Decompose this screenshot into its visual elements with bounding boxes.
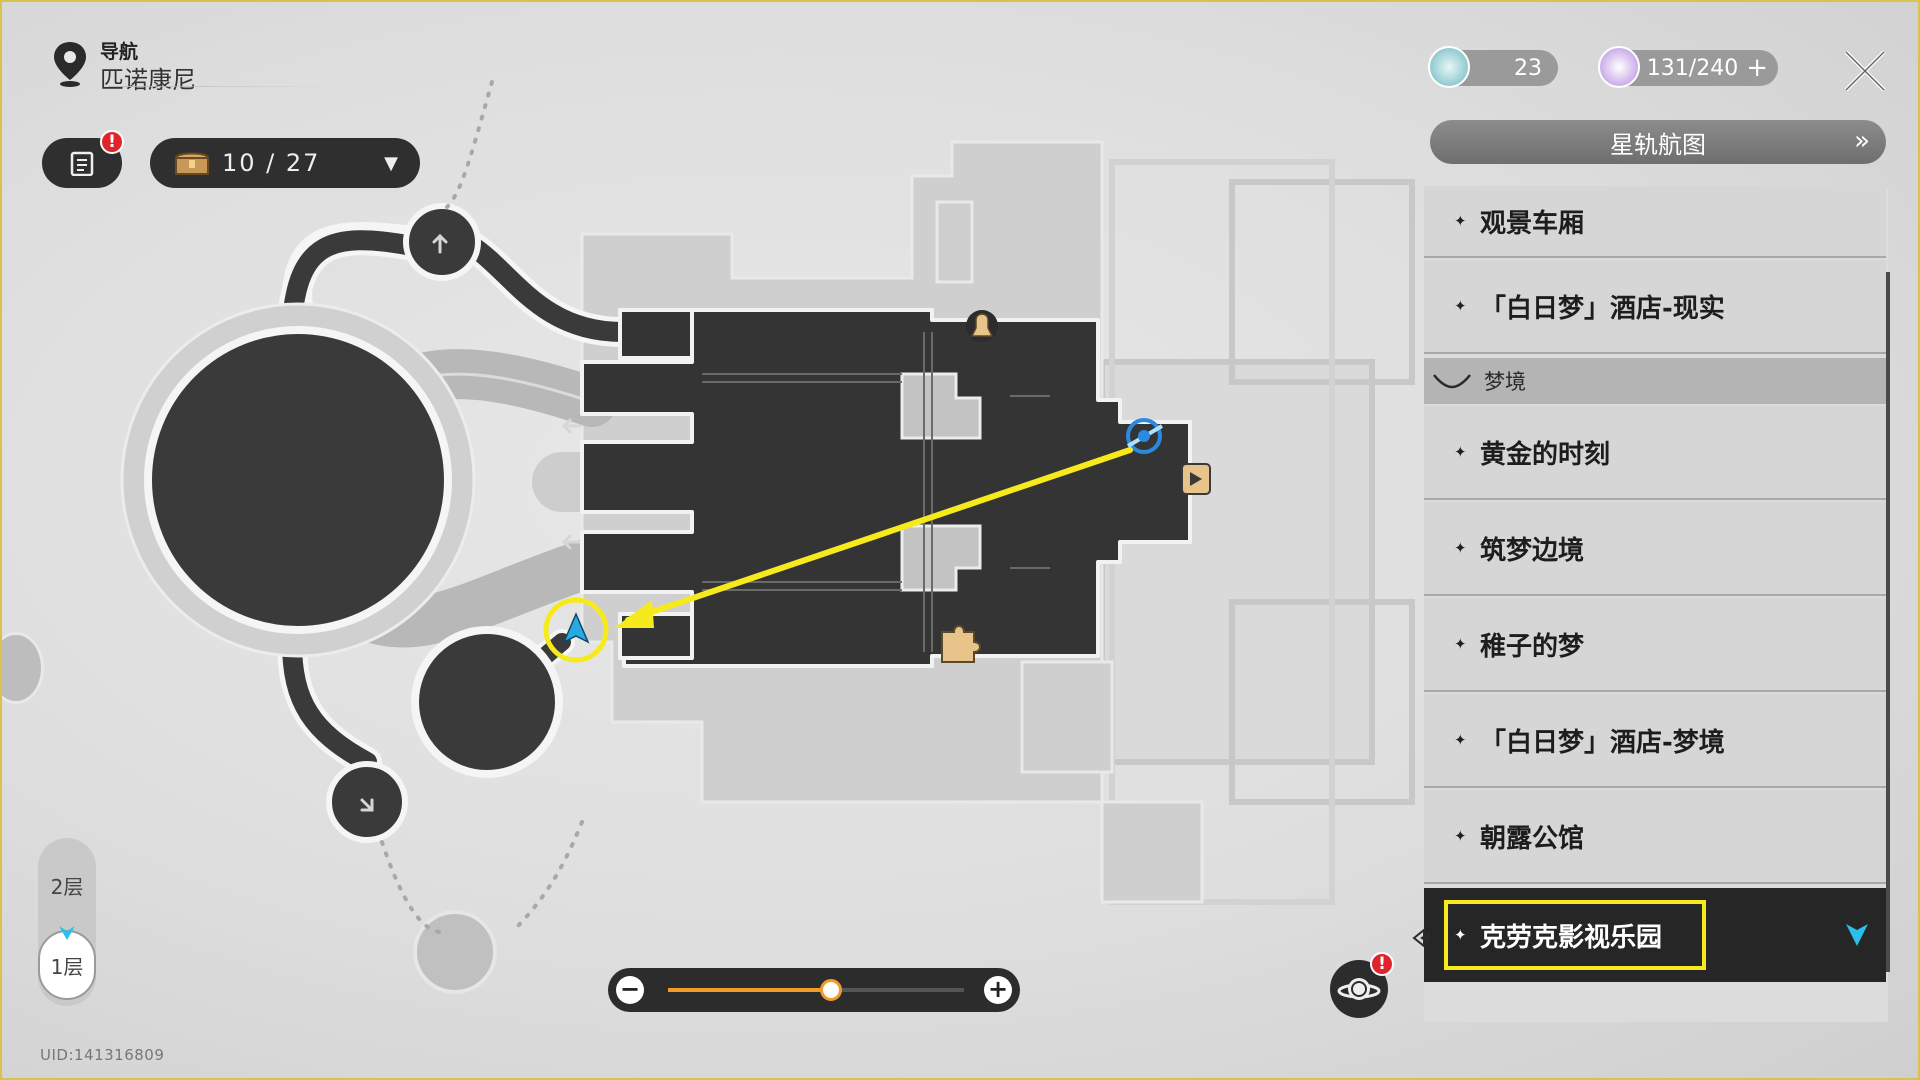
location-label: 观景车厢 <box>1480 208 1585 239</box>
floor-button-1[interactable]: 1层 <box>38 930 96 1000</box>
planet-button[interactable]: ! <box>1330 952 1394 1018</box>
location-item[interactable]: ✦ 「白日梦」酒店-现实 <box>1424 260 1886 354</box>
current-location-marker-icon <box>1846 924 1868 946</box>
wing-icon <box>1433 374 1471 389</box>
chevron-down-icon: ▼ <box>384 152 398 174</box>
chest-count: 10 / 27 <box>222 149 321 177</box>
fuel-icon <box>1428 46 1470 88</box>
location-label: 稚子的梦 <box>1480 631 1585 662</box>
zoom-track[interactable] <box>668 979 964 1001</box>
location-label: 「白日梦」酒店-梦境 <box>1480 727 1725 758</box>
player-marker <box>543 597 609 663</box>
map-main-building <box>580 308 1192 668</box>
treasure-chest-icon <box>174 152 210 175</box>
fuel-counter: 23 <box>1428 46 1558 88</box>
trailblaze-power-icon <box>1598 46 1640 88</box>
map-plazas <box>120 203 563 994</box>
location-item[interactable]: ✦ 筑梦边境 <box>1424 502 1886 596</box>
star-rail-map-title: 星轨航图 <box>1610 130 1706 159</box>
space-anchor-icon[interactable] <box>1126 418 1164 454</box>
location-list: ✦ 观景车厢 ✦ 「白日梦」酒店-现实 梦境 ✦ 黄金的时刻 ✦ 筑梦边境 ✦ … <box>1424 186 1888 1022</box>
map-exit-icon[interactable] <box>1181 463 1211 495</box>
treasure-chest-counter[interactable]: 10 / 27 ▼ <box>150 138 420 188</box>
map-pin-icon <box>54 42 86 87</box>
zoom-slider: − + <box>608 968 1020 1012</box>
location-label: 朝露公馆 <box>1480 823 1585 854</box>
location-item[interactable]: ✦ 黄金的时刻 <box>1424 406 1886 500</box>
location-item[interactable]: ✦ 观景车厢 <box>1424 186 1886 258</box>
map-path-arrows <box>360 233 582 812</box>
zoom-handle[interactable] <box>819 979 842 1001</box>
planet-icon <box>1337 978 1381 1000</box>
map-dotted-trails <box>380 80 584 934</box>
star-icon: ✦ <box>1454 212 1467 230</box>
star-rail-map-button[interactable]: 星轨航图 » <box>1430 120 1886 164</box>
section-label: 梦境 <box>1484 370 1526 394</box>
star-icon: ✦ <box>1454 827 1467 845</box>
scrollbar[interactable] <box>1886 272 1890 972</box>
location-label: 筑梦边境 <box>1480 535 1585 566</box>
location-item[interactable]: ✦ 朝露公馆 <box>1424 790 1886 884</box>
location-item[interactable]: ✦ 稚子的梦 <box>1424 598 1886 692</box>
side-tab[interactable] <box>2 632 44 704</box>
map-puzzle-icon[interactable] <box>941 625 981 663</box>
clipboard-icon <box>70 151 94 176</box>
selected-pointer-icon <box>1412 927 1430 949</box>
user-id: UID:141316809 <box>40 1046 165 1064</box>
section-header-dreamscape: 梦境 <box>1424 358 1886 404</box>
star-icon: ✦ <box>1454 926 1467 944</box>
divider <box>108 86 338 87</box>
zoom-out-button[interactable]: − <box>616 976 644 1004</box>
zoom-in-button[interactable]: + <box>984 976 1012 1004</box>
navigation-text: 导航 匹诺康尼 <box>100 40 196 96</box>
selection-highlight <box>1444 900 1706 970</box>
location-label: 克劳克影视乐园 <box>1480 922 1663 953</box>
navigation-header: 导航 匹诺康尼 <box>50 40 196 96</box>
star-icon: ✦ <box>1454 539 1467 557</box>
location-label: 「白日梦」酒店-现实 <box>1480 293 1725 324</box>
current-floor-marker-icon <box>59 926 75 940</box>
map-inner-rooms <box>900 372 982 592</box>
navigation-label: 导航 <box>100 41 139 63</box>
current-location: 匹诺康尼 <box>100 66 196 94</box>
fuel-value: 23 <box>1514 55 1542 81</box>
alert-badge: ! <box>100 130 124 154</box>
star-icon: ✦ <box>1454 443 1467 461</box>
add-power-button[interactable]: + <box>1746 53 1768 83</box>
star-icon: ✦ <box>1454 297 1467 315</box>
trailblaze-power-value: 131/240 <box>1646 55 1739 81</box>
location-item-selected[interactable]: ✦ 克劳克影视乐园 <box>1424 888 1886 982</box>
map-bell-icon[interactable] <box>966 310 998 342</box>
trailblaze-power-counter: 131/240 + <box>1598 46 1778 88</box>
location-label: 黄金的时刻 <box>1480 439 1611 470</box>
close-icon[interactable] <box>1840 46 1890 96</box>
guide-arrow <box>614 447 1133 628</box>
map-stairs <box>702 332 1050 652</box>
floor-button-2[interactable]: 2层 <box>50 874 84 899</box>
alert-badge: ! <box>1370 952 1394 976</box>
floor-selector: 2层 1层 <box>38 838 96 1006</box>
star-icon: ✦ <box>1454 731 1467 749</box>
mission-log-button[interactable]: ! <box>42 130 124 188</box>
location-item[interactable]: ✦ 「白日梦」酒店-梦境 <box>1424 694 1886 788</box>
zoom-fill <box>668 988 831 992</box>
star-icon: ✦ <box>1454 635 1467 653</box>
double-chevron-right-icon: » <box>1854 126 1870 156</box>
